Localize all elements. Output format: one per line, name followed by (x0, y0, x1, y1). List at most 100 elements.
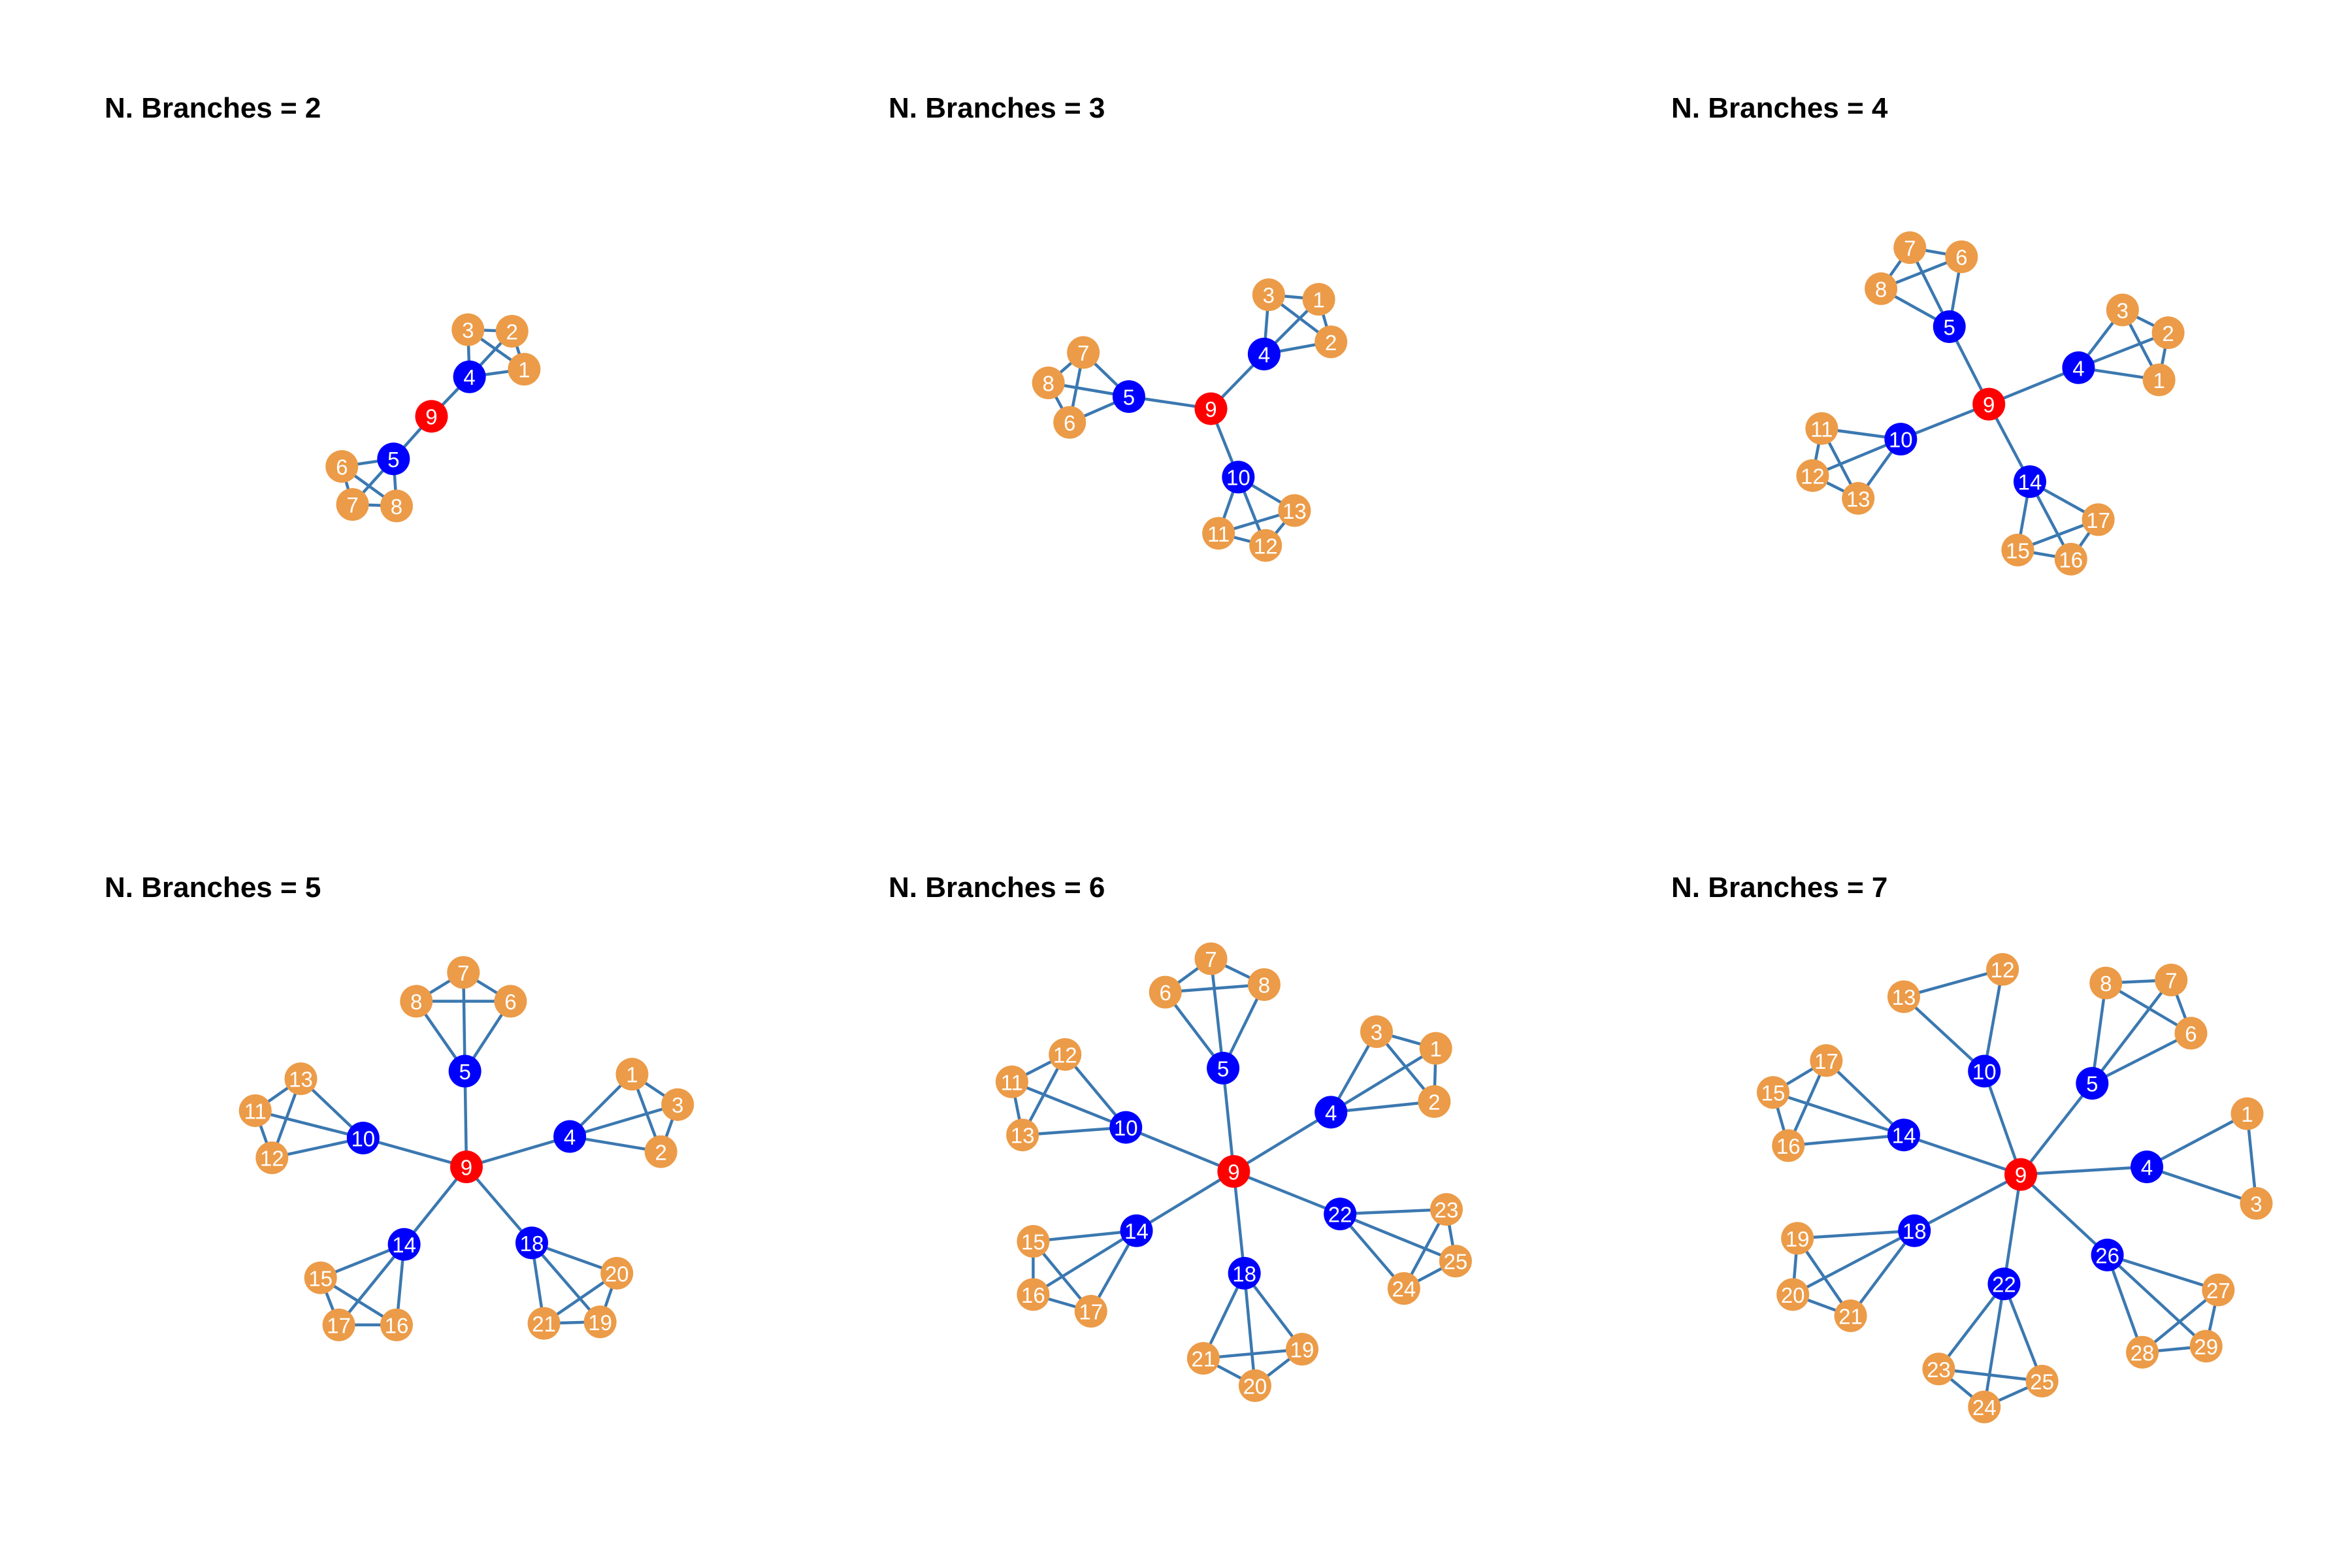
node-circle (2054, 542, 2087, 576)
node-leaf-11: 11 (1202, 517, 1235, 550)
node-branch-5: 5 (1207, 1051, 1240, 1085)
node-leaf-15: 15 (1756, 1076, 1789, 1109)
node-circle (2091, 1238, 2124, 1271)
node-leaf-17: 17 (1810, 1044, 1843, 1077)
node-circle (336, 488, 369, 521)
node-label: 9 (1228, 1160, 1239, 1184)
node-leaf-2: 2 (1418, 1085, 1451, 1119)
edge-22-24 (1982, 1283, 2006, 1407)
node-branch-14: 14 (2013, 465, 2046, 498)
node-branch-10: 10 (1222, 461, 1255, 494)
node-leaf-6: 6 (1945, 240, 1978, 274)
node-label: 2 (655, 1140, 666, 1164)
node-circle (1247, 968, 1281, 1001)
node-label: 18 (1232, 1262, 1256, 1286)
node-circle (1387, 1272, 1420, 1305)
node-leaf-16: 16 (380, 1308, 413, 1341)
node-hub-9: 9 (1217, 1155, 1250, 1188)
node-circle (1249, 529, 1282, 562)
node-leaf-7: 7 (1893, 231, 1927, 265)
node-label: 12 (1254, 534, 1278, 558)
node-circle (380, 1308, 413, 1341)
node-circle (644, 1135, 678, 1168)
node-branch-22: 22 (1324, 1198, 1357, 1231)
edge-5-7 (2091, 979, 2173, 1085)
node-label: 15 (2006, 538, 2030, 563)
node-label: 8 (2100, 972, 2112, 996)
edge-10-11 (1011, 1080, 1127, 1129)
node-label: 17 (2086, 508, 2110, 532)
node-leaf-13: 13 (1842, 482, 1875, 515)
node-circle (2089, 966, 2123, 1000)
node-leaf-21: 21 (527, 1307, 561, 1340)
node-circle (2106, 293, 2139, 327)
node-label: 21 (532, 1312, 556, 1336)
node-branch-10: 10 (346, 1121, 380, 1154)
node-leaf-24: 24 (1968, 1390, 2001, 1424)
node-label: 7 (1077, 341, 1089, 365)
node-circle (1756, 1076, 1789, 1109)
node-branch-10: 10 (1884, 423, 1918, 456)
edge-26-27 (2106, 1253, 2219, 1292)
node-label: 8 (410, 990, 422, 1014)
node-label: 21 (1838, 1304, 1863, 1328)
node-branch-4: 4 (2062, 351, 2095, 384)
graph-panel-5: N. Branches = 69451014182212367811121315… (889, 872, 1472, 1402)
node-label: 16 (385, 1313, 409, 1337)
edge-9-14 (1135, 1170, 1235, 1232)
node-leaf-8: 8 (1865, 272, 1898, 305)
node-leaf-15: 15 (2001, 533, 2034, 566)
node-circle (1207, 1051, 1240, 1085)
node-leaf-13: 13 (1278, 494, 1311, 527)
node-label: 1 (2153, 368, 2164, 393)
edge-14-15 (1772, 1090, 1904, 1137)
edge-10-13 (1022, 1126, 1126, 1137)
node-circle (661, 1088, 694, 1121)
node-label: 24 (1972, 1396, 1997, 1420)
node-branch-10: 10 (1109, 1111, 1143, 1144)
edge-4-1 (1330, 1047, 1437, 1114)
edge-22-23 (1340, 1207, 1447, 1216)
node-leaf-16: 16 (1772, 1129, 1805, 1162)
node-circle (1968, 1054, 2001, 1088)
node-hub-9: 9 (1194, 392, 1228, 425)
node-hub-9: 9 (415, 400, 448, 433)
node-leaf-6: 6 (2174, 1017, 2208, 1050)
node-leaf-8: 8 (2089, 966, 2123, 1000)
node-label: 9 (1983, 393, 1995, 417)
node-circle (451, 313, 485, 346)
node-circle (1217, 1155, 1250, 1188)
node-circle (346, 1121, 380, 1154)
node-circle (2001, 533, 2034, 566)
node-leaf-12: 12 (255, 1141, 289, 1175)
node-label: 25 (1444, 1250, 1468, 1274)
node-label: 14 (1892, 1124, 1916, 1148)
node-label: 5 (1217, 1056, 1229, 1081)
node-circle (2230, 1097, 2264, 1130)
node-leaf-12: 12 (1049, 1037, 1082, 1071)
edge-9-14 (1903, 1134, 2021, 1176)
node-circle (1834, 1299, 1867, 1332)
node-label: 2 (2162, 321, 2174, 346)
node-circle (2082, 503, 2115, 536)
node-label: 2 (1428, 1090, 1440, 1115)
node-label: 16 (1021, 1283, 1045, 1307)
node-label: 4 (1258, 342, 1270, 367)
node-leaf-1: 1 (1302, 283, 1335, 316)
node-leaf-27: 27 (2202, 1273, 2235, 1307)
node-label: 22 (1992, 1273, 2016, 1297)
node-label: 6 (336, 455, 348, 479)
node-label: 3 (2117, 299, 2129, 323)
node-circle (1112, 380, 1145, 413)
edge-9-4 (1233, 1111, 1332, 1173)
node-label: 8 (1042, 372, 1054, 396)
node-circle (2013, 465, 2046, 498)
node-label: 2 (506, 319, 518, 344)
node-circle (1987, 1267, 2021, 1301)
panel-title: N. Branches = 5 (105, 872, 321, 904)
edge-9-5 (2019, 1082, 2094, 1176)
node-leaf-3: 3 (2240, 1186, 2273, 1220)
node-circle (553, 1120, 587, 1153)
node-label: 20 (1243, 1374, 1267, 1398)
